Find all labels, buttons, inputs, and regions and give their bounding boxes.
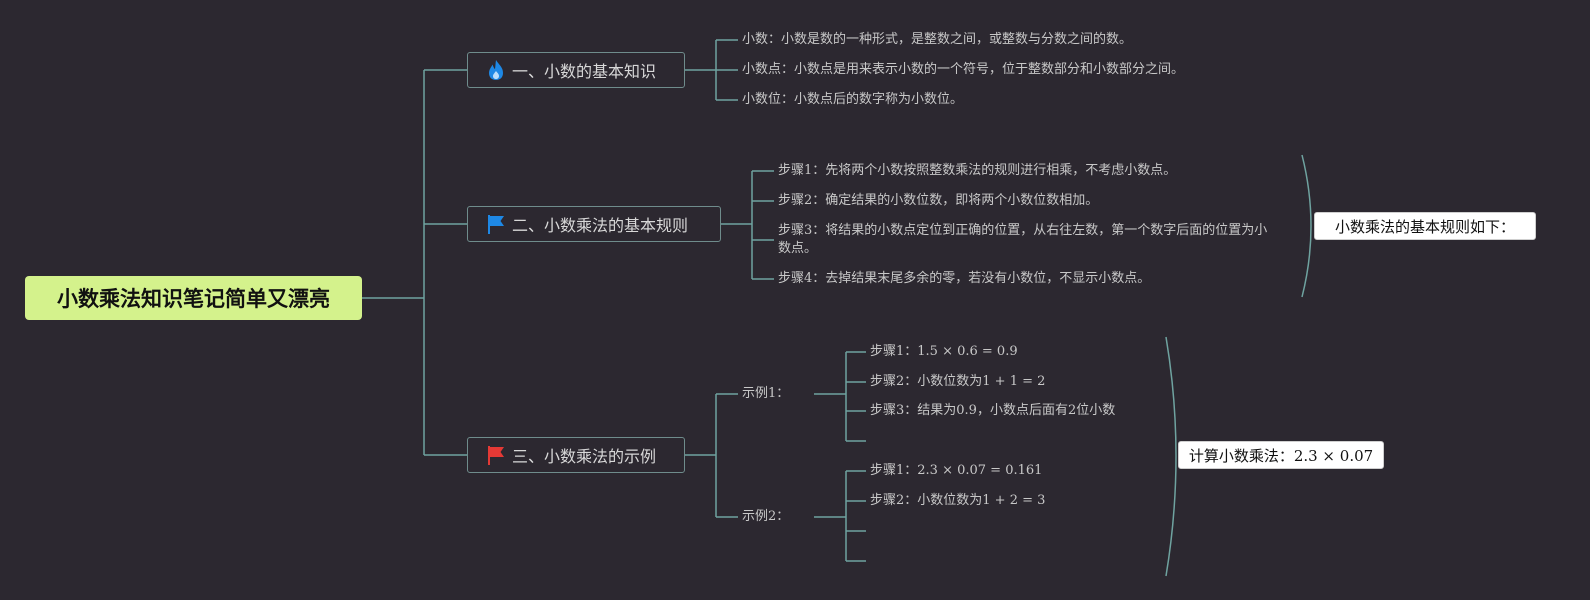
summary-bracket-1 (1301, 154, 1312, 298)
summary-rules[interactable]: 小数乘法的基本规则如下： (1314, 212, 1536, 240)
red-flag-icon (488, 446, 504, 465)
leaf-item[interactable]: 小数位：小数点后的数字称为小数位。 (742, 92, 964, 107)
leaf-item[interactable]: 步骤2：确定结果的小数位数，即将两个小数位数相加。 (778, 193, 1099, 208)
branch-examples[interactable]: 三、小数乘法的示例 (467, 437, 685, 473)
branch-label: 二、小数乘法的基本规则 (512, 216, 689, 235)
leaf-item[interactable]: 步骤4：去掉结果末尾多余的零，若没有小数位，不显示小数点。 (778, 271, 1151, 286)
flame-icon (489, 60, 503, 80)
leaf-item[interactable]: 小数点：小数点是用来表示小数的一个符号，位于整数部分和小数部分之间。 (742, 62, 1185, 77)
branch-label: 三、小数乘法的示例 (512, 447, 657, 466)
leaf-item[interactable]: 小数：小数是数的一种形式，是整数之间，或整数与分数之间的数。 (742, 32, 1133, 47)
example-step[interactable]: 步骤2：小数位数为1 + 1 = 2 (870, 374, 1046, 389)
blue-flag-icon (488, 215, 504, 234)
leaf-item[interactable]: 步骤3：将结果的小数点定位到正确的位置，从右往左数，第一个数字后面的位置为小数点… (778, 223, 1268, 256)
root-topic[interactable]: 小数乘法知识笔记简单又漂亮 (25, 276, 362, 320)
example-step[interactable]: 步骤3：结果为0.9，小数点后面有2位小数 (870, 403, 1116, 418)
summary-example[interactable]: 计算小数乘法：2.3 × 0.07 (1178, 441, 1384, 469)
branch-multiplication-rules[interactable]: 二、小数乘法的基本规则 (467, 206, 721, 242)
branch-label: 一、小数的基本知识 (512, 62, 657, 81)
example-label[interactable]: 示例1： (742, 386, 790, 401)
example-step[interactable]: 步骤1：2.3 × 0.07 = 0.161 (870, 463, 1043, 478)
example-step[interactable]: 步骤2：小数位数为1 + 2 = 3 (870, 493, 1046, 508)
example-label[interactable]: 示例2： (742, 509, 790, 524)
leaf-item[interactable]: 步骤1：先将两个小数按照整数乘法的规则进行相乘，不考虑小数点。 (778, 163, 1177, 178)
summary-bracket-2 (1165, 336, 1177, 577)
branch-basic-knowledge[interactable]: 一、小数的基本知识 (467, 52, 685, 88)
example-step[interactable]: 步骤1：1.5 × 0.6 = 0.9 (870, 344, 1018, 359)
